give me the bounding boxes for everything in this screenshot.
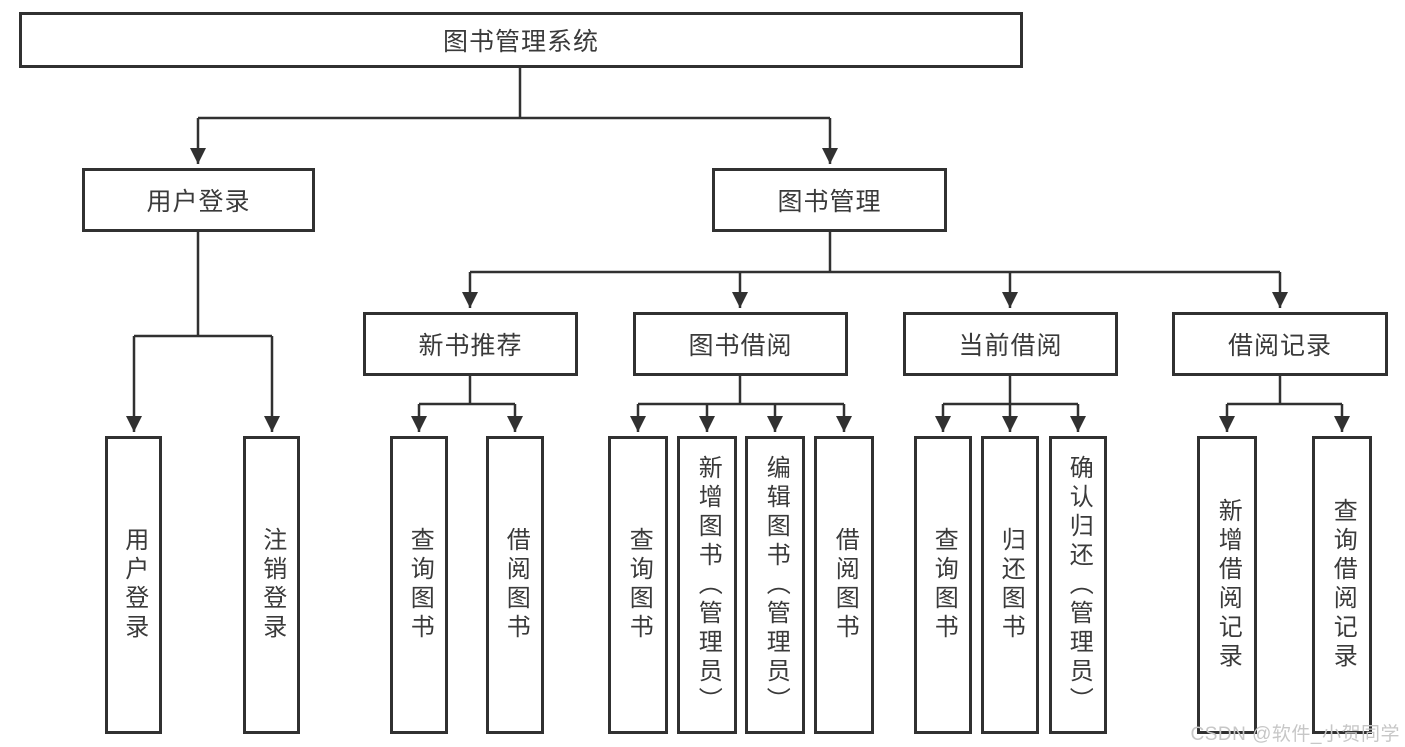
node-new-books: 新书推荐: [363, 312, 578, 376]
leaf-borrowing-add-label: 新增图书（管理员）: [694, 454, 722, 716]
node-borrowing-label: 图书借阅: [688, 332, 793, 360]
leaf-borrowing-add: 新增图书（管理员）: [677, 436, 737, 734]
leaf-current-query-label: 查询图书: [930, 527, 958, 643]
node-borrowing: 图书借阅: [633, 312, 848, 376]
leaf-user-login-label: 用户登录: [120, 527, 148, 643]
leaf-user-login: 用户登录: [105, 436, 162, 734]
leaf-current-confirm: 确认归还（管理员）: [1049, 436, 1107, 734]
leaf-records-add: 新增借阅记录: [1197, 436, 1257, 734]
leaf-records-add-label: 新增借阅记录: [1214, 498, 1242, 672]
node-book-mgmt-label: 图书管理: [777, 188, 882, 216]
leaf-current-confirm-label: 确认归还（管理员）: [1065, 454, 1093, 716]
leaf-records-query-label: 查询借阅记录: [1329, 498, 1357, 672]
node-user-login-label: 用户登录: [146, 188, 251, 216]
leaf-borrowing-edit-label: 编辑图书（管理员）: [762, 454, 790, 716]
node-user-login: 用户登录: [82, 168, 315, 232]
node-current-label: 当前借阅: [958, 332, 1063, 360]
leaf-current-return: 归还图书: [981, 436, 1039, 734]
leaf-newbooks-query: 查询图书: [390, 436, 448, 734]
leaf-newbooks-query-label: 查询图书: [406, 527, 434, 643]
leaf-logout-label: 注销登录: [258, 527, 286, 643]
node-current: 当前借阅: [903, 312, 1118, 376]
leaf-current-return-label: 归还图书: [997, 527, 1025, 643]
leaf-newbooks-borrow: 借阅图书: [486, 436, 544, 734]
node-root: 图书管理系统: [19, 12, 1023, 68]
leaf-logout: 注销登录: [243, 436, 300, 734]
leaf-borrowing-edit: 编辑图书（管理员）: [745, 436, 805, 734]
watermark-text: CSDN @软件_小贺同学: [1190, 724, 1400, 745]
leaf-borrowing-borrow-label: 借阅图书: [831, 527, 859, 643]
node-records-label: 借阅记录: [1227, 332, 1332, 360]
leaf-records-query: 查询借阅记录: [1312, 436, 1372, 734]
node-new-books-label: 新书推荐: [418, 332, 523, 360]
leaf-newbooks-borrow-label: 借阅图书: [502, 527, 530, 643]
leaf-borrowing-query: 查询图书: [608, 436, 668, 734]
node-root-label: 图书管理系统: [442, 28, 599, 56]
leaf-current-query: 查询图书: [914, 436, 972, 734]
leaf-borrowing-borrow: 借阅图书: [814, 436, 874, 734]
node-records: 借阅记录: [1172, 312, 1388, 376]
node-book-mgmt: 图书管理: [712, 168, 947, 232]
leaf-borrowing-query-label: 查询图书: [625, 527, 653, 643]
